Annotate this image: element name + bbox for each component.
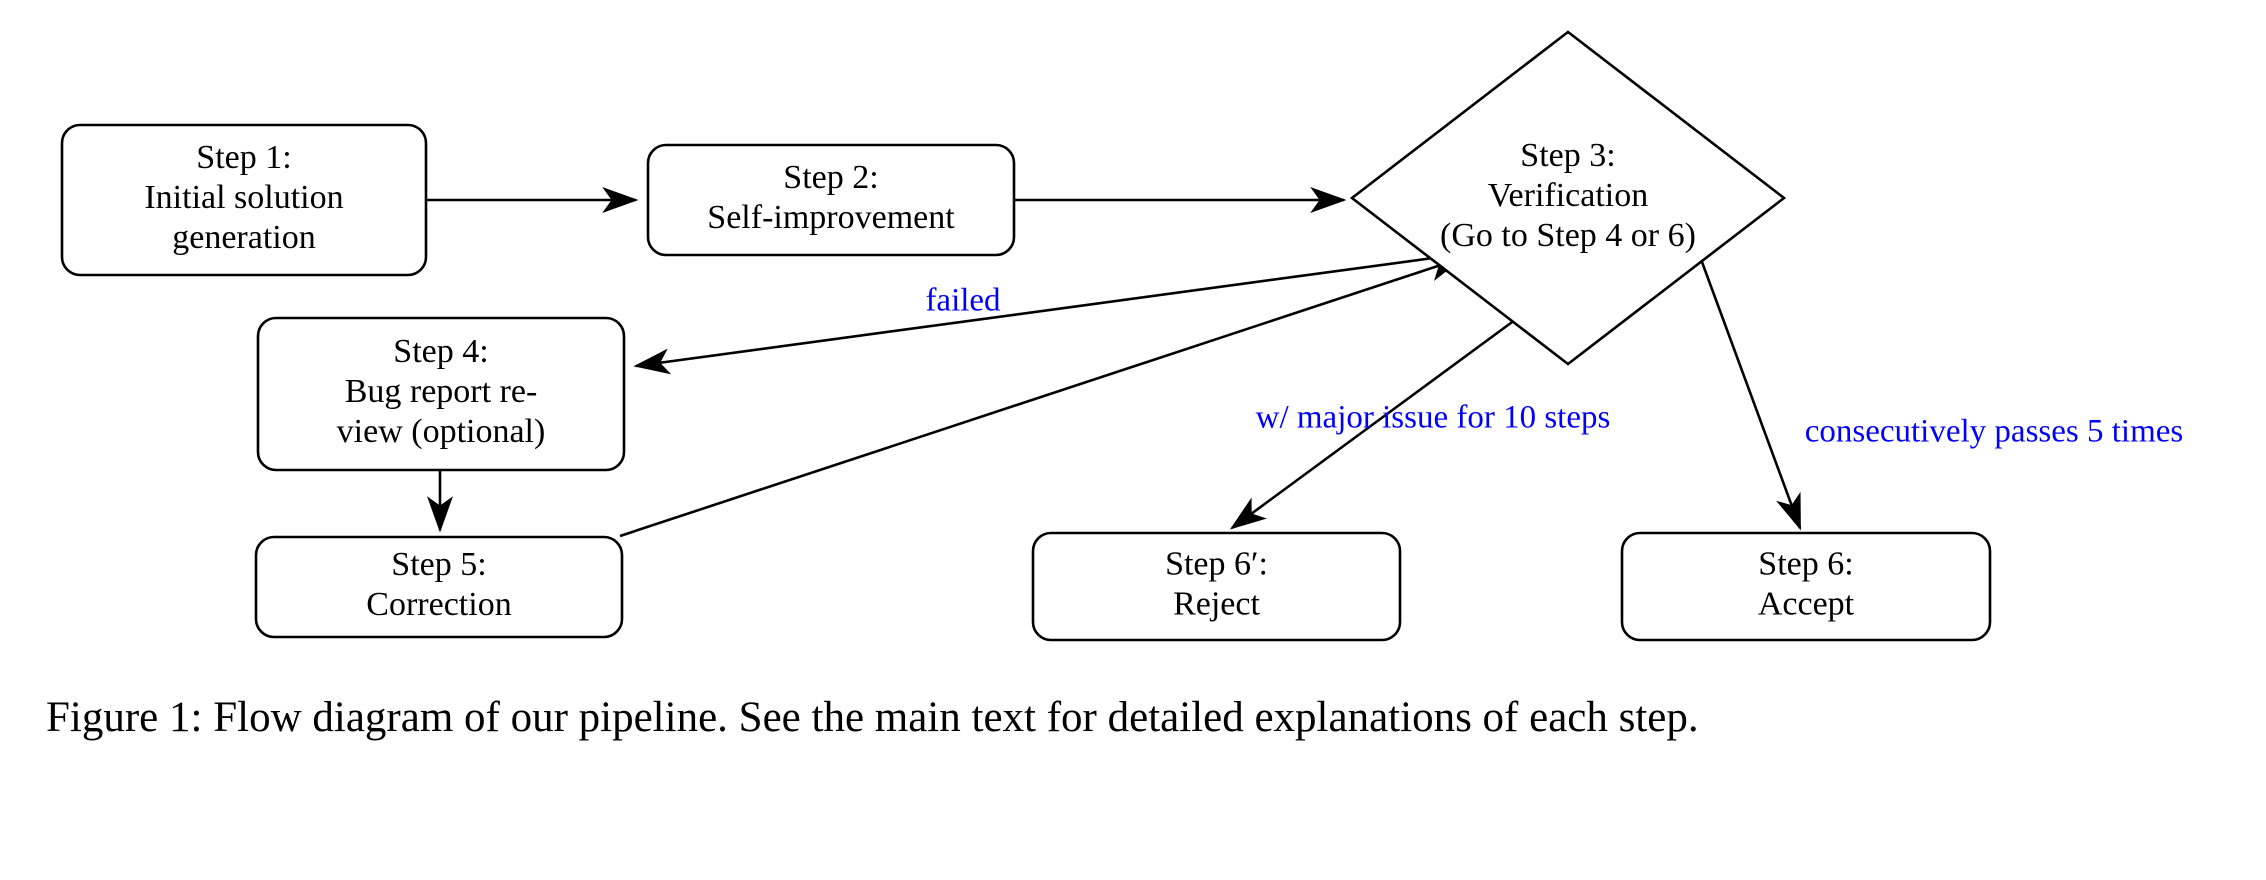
node-step2[interactable]: Step 2:Self-improvement: [646, 143, 1016, 257]
edge-step3-to-step4: [633, 251, 1471, 375]
node-label-line: Initial solution: [144, 179, 343, 216]
label-major-issue: w/ major issue for 10 steps: [1256, 400, 1611, 436]
node-label-line: Step 2:: [783, 159, 878, 196]
edge-step5-to-step3: [619, 256, 1465, 538]
label-passes: consecutively passes 5 times: [1805, 414, 2184, 450]
node-step3[interactable]: Step 3:Verification(Go to Step 4 or 6): [1349, 30, 1787, 366]
node-shape-rect: [60, 123, 428, 277]
node-label-line: Correction: [366, 586, 511, 623]
node-label-line: Reject: [1173, 585, 1260, 622]
node-label-line: Step 6′:: [1165, 545, 1268, 582]
node-label-line: Accept: [1758, 585, 1855, 622]
node-label-line: view (optional): [337, 413, 546, 450]
node-shape-rect: [254, 535, 624, 639]
figure-caption: Figure 1: Flow diagram of our pipeline. …: [46, 694, 1699, 741]
node-label-line: Step 1:: [196, 139, 291, 176]
node-step6prime[interactable]: Step 6′:Reject: [1031, 531, 1402, 642]
node-label-line: Step 5:: [391, 546, 486, 583]
node-shape-rect: [256, 316, 626, 472]
node-label-line: Step 3:: [1520, 137, 1615, 174]
edge-labels-layer: failed w/ major issue for 10 steps consecu…: [925, 283, 2183, 450]
node-step6[interactable]: Step 6:Accept: [1620, 531, 1992, 642]
node-step4[interactable]: Step 4:Bug report re-view (optional): [256, 316, 626, 472]
node-label-line: Step 6:: [1758, 545, 1853, 582]
node-label-line: Step 4:: [393, 333, 488, 370]
node-label-line: (Go to Step 4 or 6): [1440, 217, 1696, 254]
node-step5[interactable]: Step 5:Correction: [254, 535, 624, 639]
label-failed: failed: [925, 283, 1001, 319]
edge-step3-to-step6: [1700, 261, 1802, 531]
node-label-line: Verification: [1488, 177, 1649, 214]
node-shape-rect: [1031, 531, 1402, 642]
node-label-line: Self-improvement: [707, 199, 955, 236]
node-label-line: Bug report re-: [345, 373, 538, 410]
node-shape-rect: [1620, 531, 1992, 642]
node-shape-rect: [646, 143, 1016, 257]
node-shape-diamond: [1349, 30, 1787, 366]
node-label-line: generation: [172, 219, 316, 256]
